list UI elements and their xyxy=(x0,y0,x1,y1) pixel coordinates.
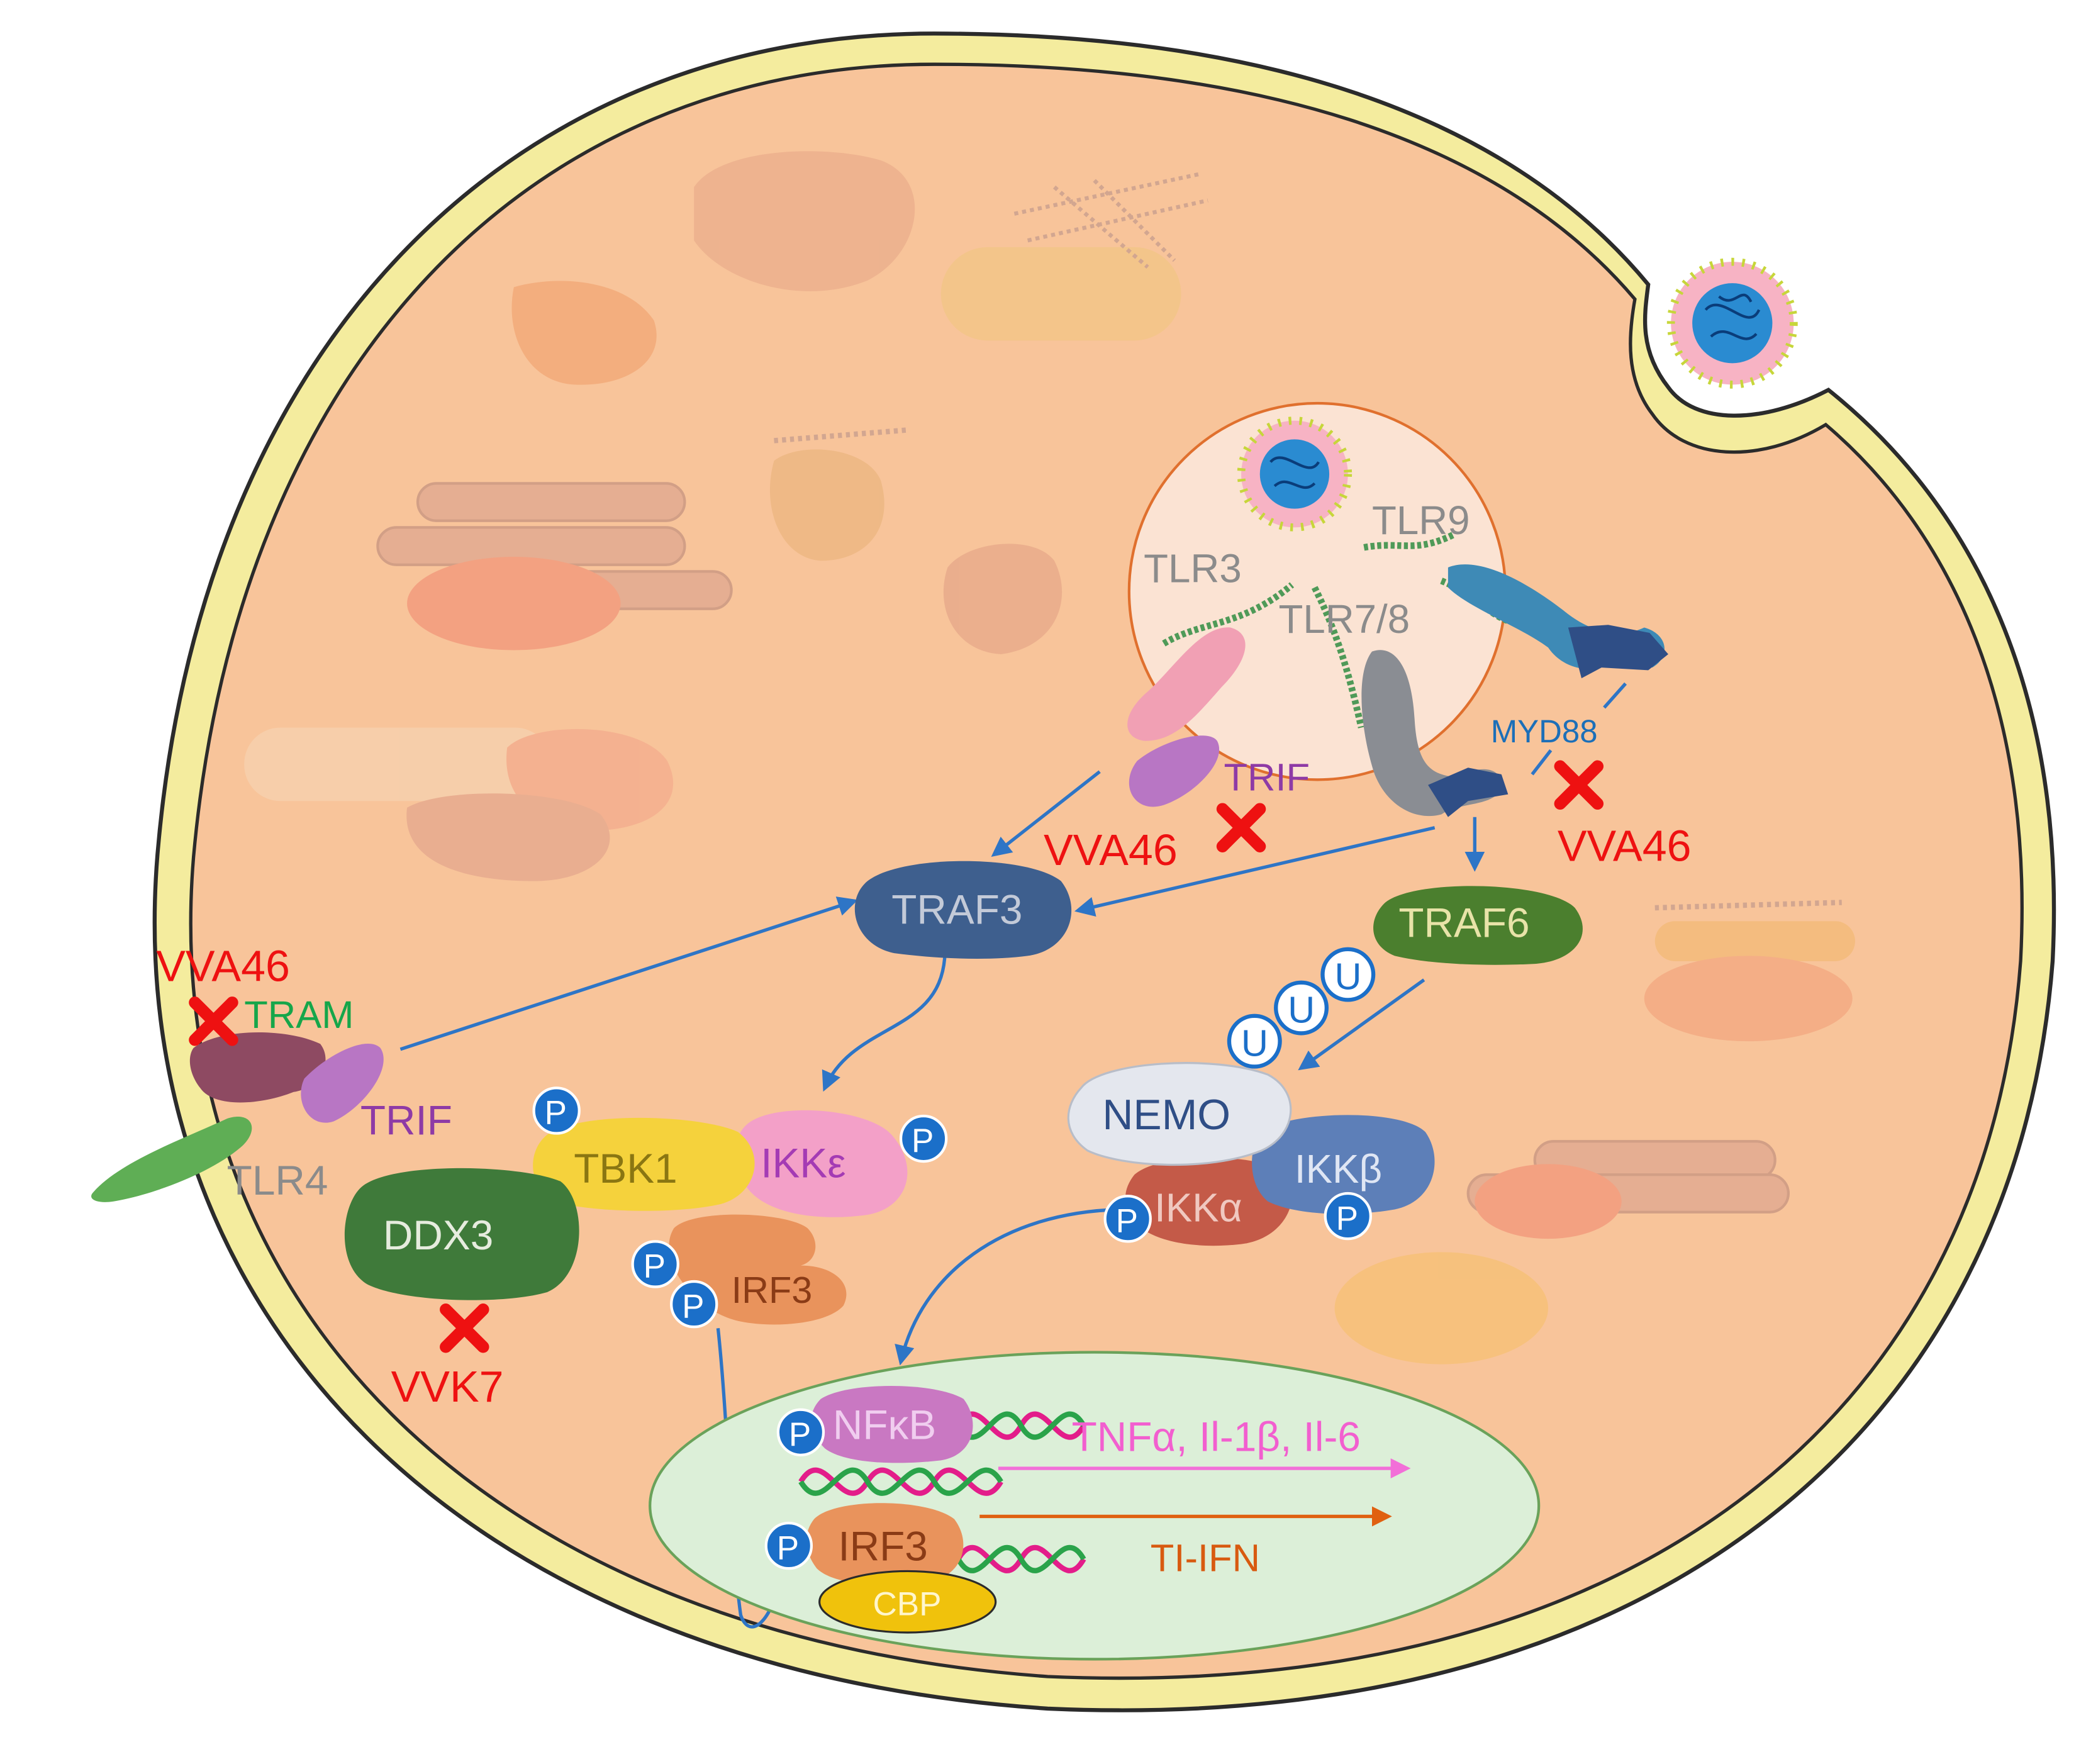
phosphate-irf3-1: P xyxy=(631,1240,679,1288)
arrow-trif-to-traf3 xyxy=(991,770,1101,857)
phosphate-ikk-alpha: P xyxy=(1103,1195,1152,1243)
phosphate-label: P xyxy=(545,1095,567,1132)
tlr3-receptor xyxy=(1127,627,1246,741)
phosphate-irf3-nucleus: P xyxy=(764,1521,813,1570)
background-organelles xyxy=(244,151,1855,1365)
tlr4-label: TLR4 xyxy=(227,1157,328,1203)
viral-rna-strands xyxy=(1162,531,1510,728)
ubiquitin-label-3: U xyxy=(1335,955,1362,997)
traf3-protein: TRAF3 xyxy=(854,861,1072,959)
ddx3-protein: DDX3 xyxy=(344,1168,579,1300)
irf3-nucleus-label: IRF3 xyxy=(838,1522,927,1569)
signal-arrows xyxy=(399,770,1485,1629)
irf3-output-label: TI-IFN xyxy=(1151,1536,1260,1580)
trif-adaptor-top xyxy=(1129,735,1220,807)
ikk-epsilon-protein xyxy=(735,1110,908,1217)
traf6-protein: TRAF6 xyxy=(1373,886,1583,965)
vva46-label-left: VVA46 xyxy=(156,942,290,991)
ikk-complex: NEMO IKKβ IKKα xyxy=(1067,1062,1435,1246)
arrow-tram-to-traf3 xyxy=(399,896,858,1051)
virus-at-membrane xyxy=(1666,257,1798,389)
vva46-label-top-left: VVA46 xyxy=(1044,825,1178,874)
phosphate-ikke: P xyxy=(899,1114,948,1163)
arrow-ikk-to-nfkb xyxy=(895,1207,1122,1366)
ubiquitin-label-2: U xyxy=(1288,988,1315,1030)
traf3-label: TRAF3 xyxy=(891,886,1022,932)
phosphate-label: P xyxy=(644,1248,666,1285)
phosphate-tbk1: P xyxy=(532,1086,581,1135)
tlr4-receptor xyxy=(91,1117,252,1202)
phosphate-label: P xyxy=(682,1288,704,1325)
virus-in-endosome xyxy=(1237,416,1353,532)
phosphate-label: P xyxy=(1336,1200,1358,1237)
myd88-connector xyxy=(1531,682,1627,776)
nemo-label: NEMO xyxy=(1102,1091,1230,1139)
ubiquitin-chain: U U U xyxy=(1227,947,1376,1069)
arrow-myd88-to-traf3 xyxy=(1074,826,1436,917)
ddx3-label: DDX3 xyxy=(383,1212,493,1258)
endosome xyxy=(1127,401,1510,781)
nfkb-label: NFκB xyxy=(833,1401,936,1448)
arrow-traf6-to-nemo xyxy=(1298,978,1425,1071)
cbp-label: CBP xyxy=(873,1585,942,1622)
tlr3-label: TLR3 xyxy=(1144,546,1242,591)
tbk1-protein xyxy=(533,1117,755,1211)
trif-label-top: TRIF xyxy=(1224,756,1310,799)
ikk-beta-label: IKKβ xyxy=(1295,1147,1382,1192)
phosphate-nfkb: P xyxy=(776,1408,825,1456)
nemo-protein xyxy=(1067,1062,1292,1166)
arrow-traf3-to-tbk1 xyxy=(822,954,947,1092)
tram-label: TRAM xyxy=(244,993,354,1037)
nucleus: NFκB IRF3 CBP TNFα, Il-1β, Il-6 TI-IFN xyxy=(649,1351,1541,1661)
ikk-epsilon-label: IKKε xyxy=(761,1140,845,1186)
phosphate-irf3-2: P xyxy=(670,1280,718,1329)
tram-adaptor xyxy=(189,1032,326,1103)
dna-helices xyxy=(798,1411,1086,1573)
vva46-label-top-right: VVA46 xyxy=(1558,822,1692,871)
tbk1-ikke-complex: TBK1 IKKε xyxy=(533,1110,908,1217)
ikk-alpha-protein xyxy=(1125,1158,1293,1246)
nfkb-output-label: TNFα, Il-1β, Il-6 xyxy=(1072,1413,1361,1460)
nfkb-protein xyxy=(811,1386,973,1463)
tlr78-receptor xyxy=(1361,650,1509,817)
phosphate-ikk-beta: P xyxy=(1324,1192,1372,1241)
tlr78-label: TLR7/8 xyxy=(1278,597,1410,642)
ikk-beta-protein xyxy=(1252,1115,1435,1214)
phosphate-label: P xyxy=(1116,1203,1138,1240)
tlr9-label: TLR9 xyxy=(1372,498,1470,543)
irf3-nucleus-protein xyxy=(806,1503,964,1585)
tlr9-receptor xyxy=(1447,564,1668,679)
phosphate-groups: P P P P P P P P xyxy=(532,1086,1372,1570)
trif-label-left: TRIF xyxy=(360,1097,452,1144)
trif-adaptor-left xyxy=(301,1043,384,1123)
traf6-label: TRAF6 xyxy=(1398,900,1529,946)
myd88-label: MYD88 xyxy=(1491,713,1598,749)
irf3-cytoplasm-label: IRF3 xyxy=(732,1269,813,1311)
phosphate-label: P xyxy=(777,1529,799,1566)
phosphate-label: P xyxy=(912,1122,934,1159)
ubiquitin-label-1: U xyxy=(1241,1022,1268,1064)
ikk-alpha-label: IKKα xyxy=(1154,1186,1242,1231)
phosphate-label: P xyxy=(789,1416,811,1453)
tbk1-label: TBK1 xyxy=(574,1145,677,1192)
vvk7-label: VVK7 xyxy=(391,1362,504,1411)
cbp-protein xyxy=(818,1570,997,1634)
